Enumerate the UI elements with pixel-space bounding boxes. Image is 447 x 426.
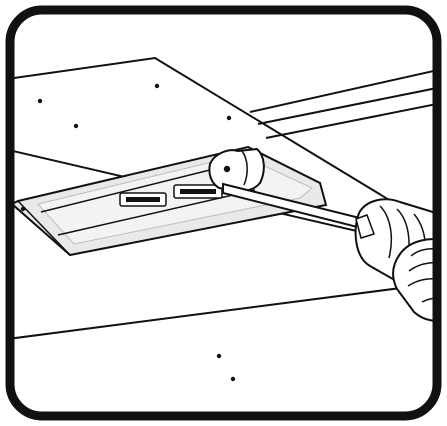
frame-border: [5, 5, 442, 421]
wall-trim-lines: [249, 67, 433, 139]
scene-content: [14, 56, 433, 412]
lower-panel: [14, 280, 433, 412]
screw-hole-dot: [20, 83, 236, 382]
hand-icon: [392, 237, 433, 322]
fastener-screw: [208, 147, 265, 193]
connector-slot-right: [173, 184, 223, 199]
connector-slot-left: [119, 192, 167, 207]
